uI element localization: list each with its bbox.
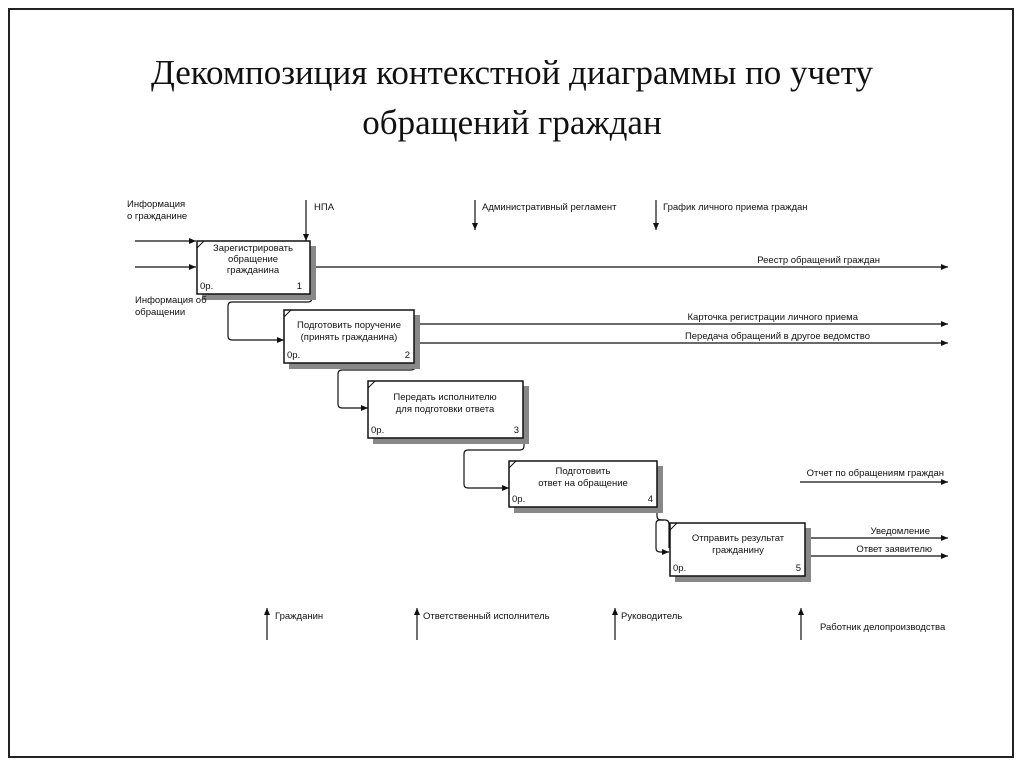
activity-box-3: Передать исполнителю для подготовки отве… (367, 380, 529, 444)
input-label-appeal-info-1: Информация об (135, 295, 207, 306)
box-5-line-2: гражданину (712, 545, 764, 556)
output-label-answer: Ответ заявителю (856, 544, 932, 555)
box-4-number: 4 (648, 494, 653, 505)
activity-box-5: Отправить результат гражданину 0р. 5 (669, 522, 811, 582)
control-label-schedule: График личного приема граждан (663, 202, 808, 213)
control-label-admin-reg: Административный регламент (482, 202, 617, 213)
title-line-1: Декомпозиция контекстной диаграммы по уч… (150, 53, 874, 92)
box-1-number: 1 (297, 281, 302, 292)
control-label-npa: НПА (314, 202, 335, 213)
box-2-line-1: Подготовить поручение (297, 320, 401, 331)
box-5-number: 5 (796, 563, 801, 574)
box-1-line-1: Зарегистрировать (213, 243, 293, 254)
mech-label-executor: Ответственный исполнитель (423, 611, 550, 622)
activity-box-2: Подготовить поручение (принять гражданин… (283, 309, 420, 369)
box-1-line-3: гражданина (227, 265, 280, 276)
activity-box-4: Подготовить ответ на обращение 0р. 4 (508, 460, 663, 513)
box-2-cost: 0р. (287, 350, 300, 361)
output-label-card: Карточка регистрации личного приема (688, 312, 859, 323)
output-label-report: Отчет по обращениям граждан (807, 468, 944, 479)
box-4-line-1: Подготовить (556, 466, 611, 477)
mech-label-manager: Руководитель (621, 611, 682, 622)
box-5-cost: 0р. (673, 563, 686, 574)
input-label-appeal-info-2: обращении (135, 307, 185, 318)
box-1-line-2: обращение (228, 254, 278, 265)
box-5-line-1: Отправить результат (692, 533, 785, 544)
box-3-line-1: Передать исполнителю (393, 392, 496, 403)
connector-1-2 (227, 285, 313, 343)
output-label-transfer: Передача обращений в другое ведомство (685, 331, 870, 342)
title-line-2: обращений граждан (362, 103, 662, 142)
mech-label-clerk: Работник делопроизводства (820, 622, 946, 633)
box-3-line-2: для подготовки ответа (396, 404, 495, 415)
box-4-cost: 0р. (512, 494, 525, 505)
box-1-cost: 0р. (200, 281, 213, 292)
output-label-registry: Реестр обращений граждан (757, 255, 880, 266)
box-2-number: 2 (405, 350, 410, 361)
connector-3-4 (463, 427, 525, 491)
connector-4-5 (655, 519, 669, 555)
mech-label-citizen: Гражданин (275, 611, 323, 622)
box-4-line-2: ответ на обращение (538, 478, 628, 489)
slide-title: Декомпозиция контекстной диаграммы по уч… (0, 48, 1024, 148)
input-label-citizen-info-1: Информация (127, 199, 185, 210)
output-label-notification: Уведомление (870, 526, 930, 537)
slide-frame (8, 8, 1014, 758)
input-label-citizen-info-2: о гражданине (127, 211, 187, 222)
box-3-cost: 0р. (371, 425, 384, 436)
box-2-line-2: (принять гражданина) (301, 332, 398, 343)
box-3-number: 3 (514, 425, 519, 436)
activity-box-1: Зарегистрировать обращение гражданина 0р… (196, 240, 316, 300)
